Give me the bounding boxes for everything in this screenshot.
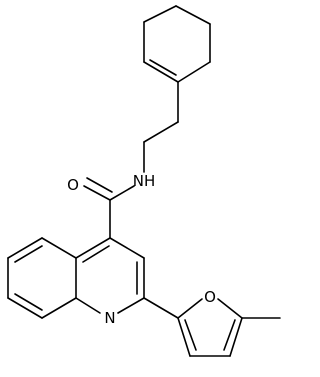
- amide-group: [83, 177, 135, 239]
- bond: [14, 245, 43, 263]
- bond: [184, 319, 197, 351]
- bond: [143, 121, 179, 143]
- bond: [109, 237, 145, 259]
- bond: [82, 245, 110, 263]
- bond: [86, 177, 113, 193]
- bond: [41, 237, 77, 259]
- furan-ring: [177, 298, 243, 357]
- ethyl-linker: [143, 81, 179, 173]
- molecule-svg: O NH N O: [7, 5, 281, 357]
- bond: [7, 237, 43, 259]
- quinoline-pyridine-ring: [75, 237, 145, 314]
- bond: [223, 319, 236, 351]
- bond: [143, 297, 179, 319]
- bond: [143, 5, 177, 23]
- bond: [75, 297, 101, 314]
- bond: [143, 61, 179, 83]
- bond: [177, 61, 211, 83]
- bond: [109, 185, 135, 201]
- bond: [14, 293, 43, 311]
- bond: [177, 298, 203, 319]
- atom-label-n-quinoline: N: [104, 309, 115, 327]
- bond: [229, 317, 243, 357]
- atom-label-o-amide: O: [67, 176, 79, 194]
- bond: [177, 317, 191, 357]
- bond: [149, 59, 177, 76]
- bond: [41, 297, 77, 319]
- bond: [83, 185, 111, 201]
- atom-label-o-furan: O: [204, 288, 216, 306]
- bond: [7, 297, 43, 319]
- bond: [75, 237, 111, 259]
- bond: [217, 298, 243, 319]
- cyclohexene-ring: [143, 5, 211, 83]
- bond: [117, 297, 145, 314]
- quinoline-benzo-ring: [7, 237, 77, 319]
- bond: [175, 5, 211, 25]
- structure-diagram: O NH N O: [7, 5, 281, 357]
- atom-label-nh-amide: NH: [133, 172, 156, 190]
